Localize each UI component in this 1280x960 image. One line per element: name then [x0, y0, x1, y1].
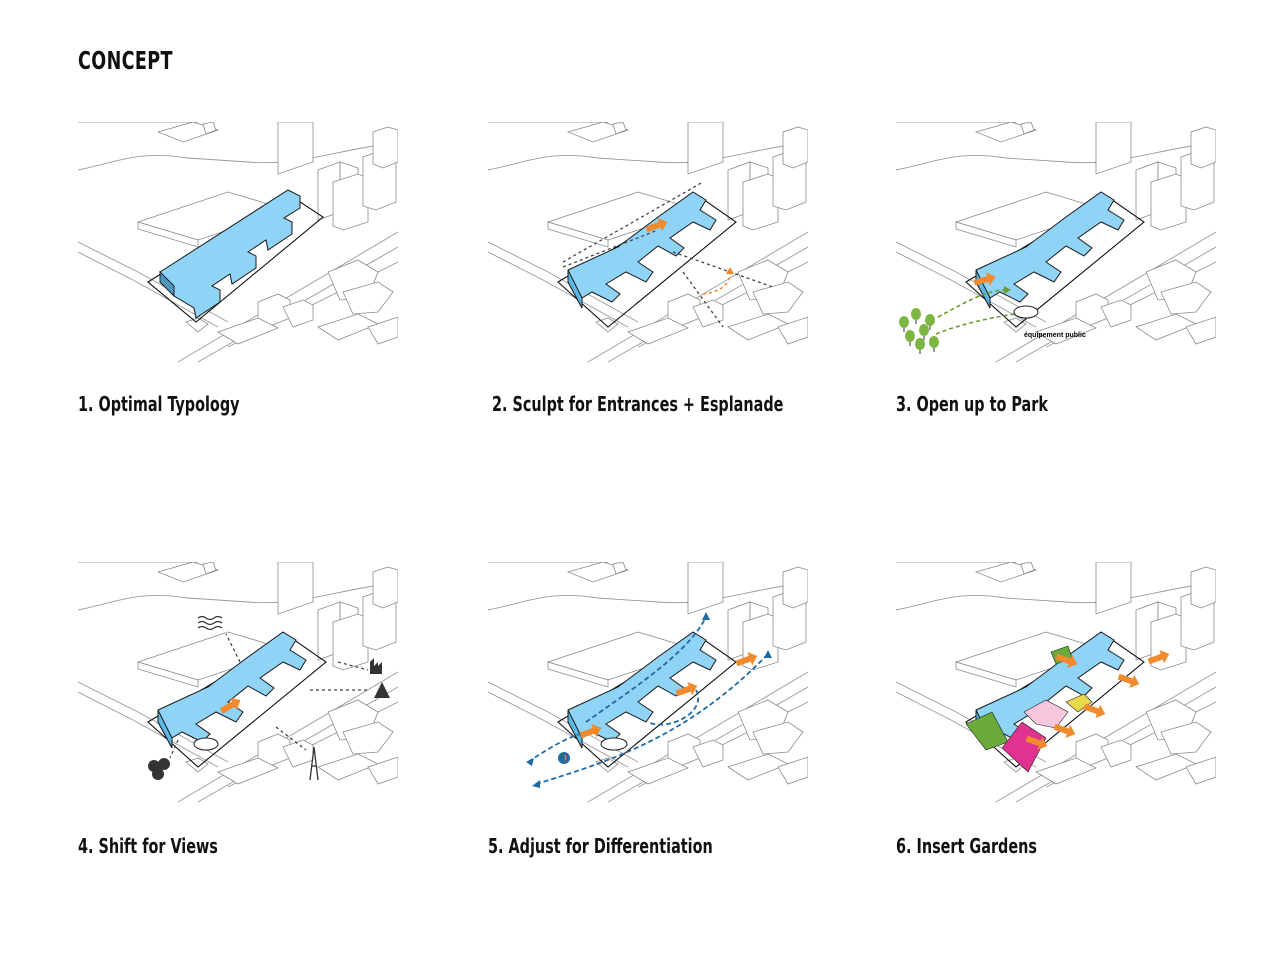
axonometric-diagram — [488, 122, 808, 363]
entrance-arrow-icon — [579, 724, 602, 739]
garden-magenta — [1001, 721, 1047, 773]
building-mass — [159, 189, 301, 319]
axonometric-diagram — [78, 122, 398, 363]
panel-caption-4: 4. Shift for Views — [78, 834, 218, 858]
entrance-arrow-icon — [735, 652, 758, 667]
diagram-panel-2 — [488, 122, 808, 372]
diagram-panel-1 — [78, 122, 398, 372]
tree-icon — [905, 330, 915, 346]
entrance-arrow-icon — [1117, 673, 1140, 688]
entrance-arrow-icon — [973, 272, 996, 286]
page-title: CONCEPT — [78, 46, 173, 75]
entrance-arrow-icon — [645, 218, 668, 233]
entrance-arrow-icon — [1083, 703, 1106, 718]
mountain-icon — [374, 682, 390, 698]
tree-icon — [929, 336, 939, 352]
axonometric-diagram — [78, 562, 398, 803]
city-context — [488, 562, 808, 803]
entrance-arrow-icon — [1053, 723, 1076, 738]
factory-icon — [370, 658, 382, 674]
diagram-panel-6 — [896, 562, 1216, 812]
panel-caption-6: 6. Insert Gardens — [896, 834, 1037, 858]
diagram-panel-4 — [78, 562, 398, 812]
tree-icon — [899, 316, 909, 332]
tree-icon — [919, 324, 929, 340]
pedestrian-icon: 🚶 — [558, 752, 571, 764]
building-mass — [567, 191, 717, 309]
panel-caption-1: 1. Optimal Typology — [78, 392, 240, 416]
tree-icon — [915, 338, 925, 354]
panel-caption-3: 3. Open up to Park — [896, 392, 1048, 416]
panel-caption-5: 5. Adjust for Differentiation — [488, 834, 713, 858]
entrance-arrow-icon — [675, 682, 698, 697]
city-context — [488, 122, 808, 363]
public-facility-label: équipement public — [1024, 332, 1086, 339]
eiffel-tower-icon — [309, 746, 319, 781]
forest-icon — [148, 758, 170, 780]
axonometric-diagram — [896, 562, 1216, 803]
garden-pink — [1023, 699, 1069, 729]
panel-caption-2: 2. Sculpt for Entrances + Esplanade — [492, 392, 784, 416]
tree-icon — [911, 308, 921, 324]
city-context — [78, 562, 398, 803]
entrance-arrow-icon — [219, 697, 241, 714]
building-mass — [157, 631, 307, 749]
entrance-arrow-icon — [1055, 653, 1078, 668]
garden-yellow — [1065, 693, 1093, 713]
diagram-panel-3: équipement public — [896, 122, 1216, 372]
svg-text:🚶: 🚶 — [561, 753, 571, 763]
tree-icon — [925, 314, 935, 330]
entrance-arrow-icon — [1147, 650, 1170, 665]
city-context — [78, 122, 398, 363]
axonometric-diagram: équipement public — [896, 122, 1216, 363]
entrance-arrow-icon — [1025, 735, 1048, 750]
city-context — [896, 122, 1216, 363]
water-icon — [197, 615, 223, 631]
diagram-panel-5: 🚶 — [488, 562, 808, 812]
axonometric-diagram: 🚶 — [488, 562, 808, 803]
